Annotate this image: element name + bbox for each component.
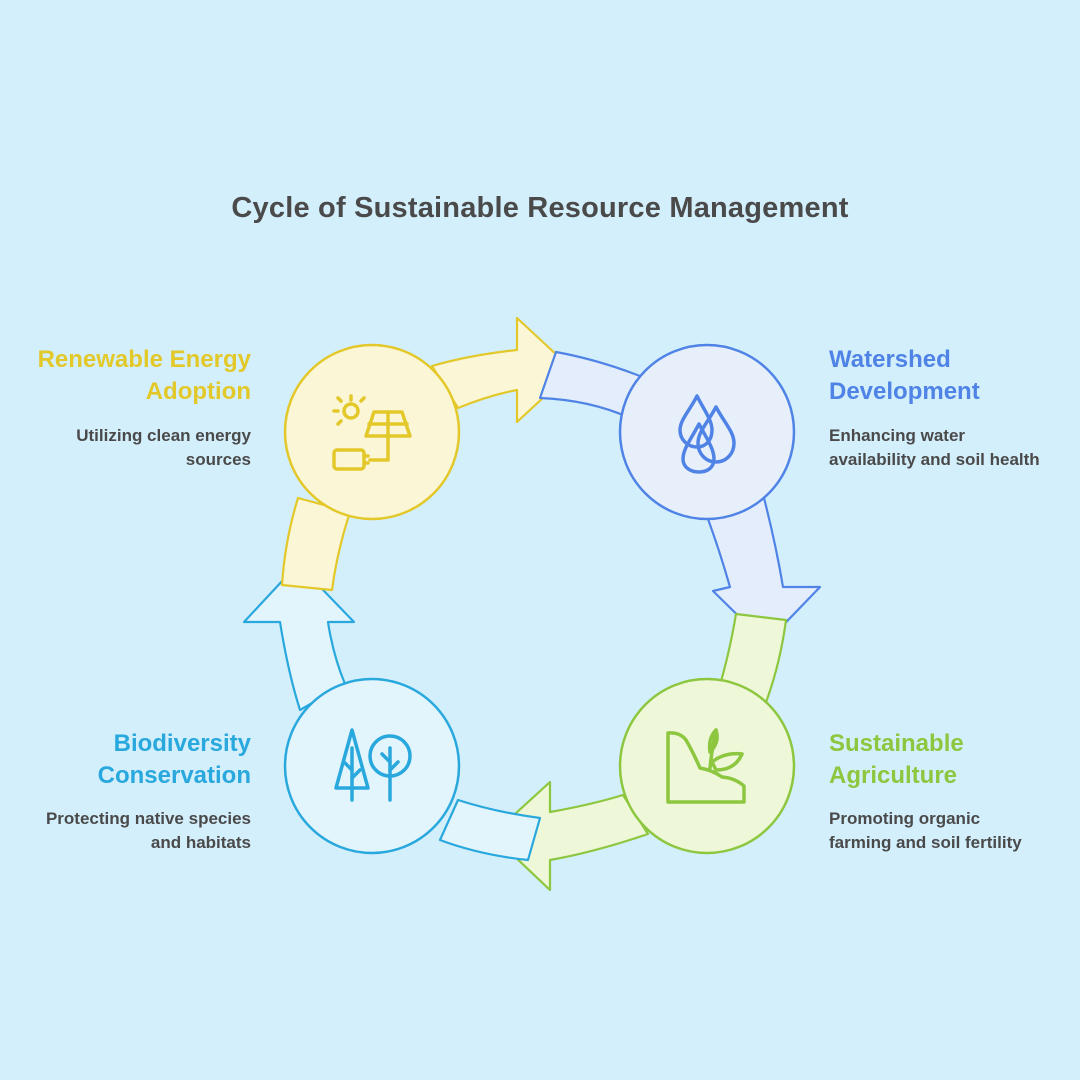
watershed-title-line1: Watershed xyxy=(829,346,951,373)
biodiversity-description: Protecting native species and habitats xyxy=(20,807,251,855)
node-agriculture xyxy=(618,677,796,855)
biodiversity-title-line1: Biodiversity xyxy=(113,730,251,757)
watershed-title: Watershed Development xyxy=(829,344,1069,408)
watershed-description: Enhancing water availability and soil he… xyxy=(829,424,1074,472)
agriculture-title-line1: Sustainable xyxy=(829,730,964,757)
watershed-desc-line2: availability and soil health xyxy=(829,450,1040,469)
arrow-watershed-to-agriculture xyxy=(706,496,822,645)
agriculture-description: Promoting organic farming and soil ferti… xyxy=(829,807,1074,855)
plant-soil-icon xyxy=(666,728,746,804)
solar-panel-battery-icon xyxy=(332,394,412,471)
renewable-energy-title-line2: Adoption xyxy=(145,378,251,405)
diagram-title: Cycle of Sustainable Resource Management xyxy=(231,192,849,224)
renewable-energy-description: Utilizing clean energy sources xyxy=(20,424,251,472)
trees-icon xyxy=(334,728,412,802)
arrow-renewable-to-watershed xyxy=(430,316,575,424)
watershed-title-line2: Development xyxy=(829,378,980,405)
band-biodiversity-from-agriculture xyxy=(438,798,542,862)
biodiversity-desc-line2: and habitats xyxy=(150,833,251,852)
biodiversity-desc-line1: Protecting native species xyxy=(45,809,251,828)
node-renewable-energy xyxy=(283,343,461,521)
watershed-desc-line1: Enhancing water xyxy=(829,426,966,445)
node-watershed xyxy=(618,343,796,521)
arrow-agriculture-to-biodiversity xyxy=(490,780,650,892)
renewable-energy-desc-line1: Utilizing clean energy xyxy=(76,426,251,445)
agriculture-desc-line2: farming and soil fertility xyxy=(829,833,1022,852)
agriculture-title-line2: Agriculture xyxy=(829,762,958,789)
biodiversity-title-line2: Conservation xyxy=(97,762,251,789)
renewable-energy-title-line1: Renewable Energy xyxy=(37,346,251,373)
water-drops-icon xyxy=(678,394,736,474)
agriculture-desc-line1: Promoting organic xyxy=(829,809,981,828)
agriculture-title: Sustainable Agriculture xyxy=(829,728,1069,792)
renewable-energy-desc-line2: sources xyxy=(185,450,251,469)
renewable-energy-title: Renewable Energy Adoption xyxy=(20,344,251,408)
biodiversity-title: Biodiversity Conservation xyxy=(20,728,251,792)
